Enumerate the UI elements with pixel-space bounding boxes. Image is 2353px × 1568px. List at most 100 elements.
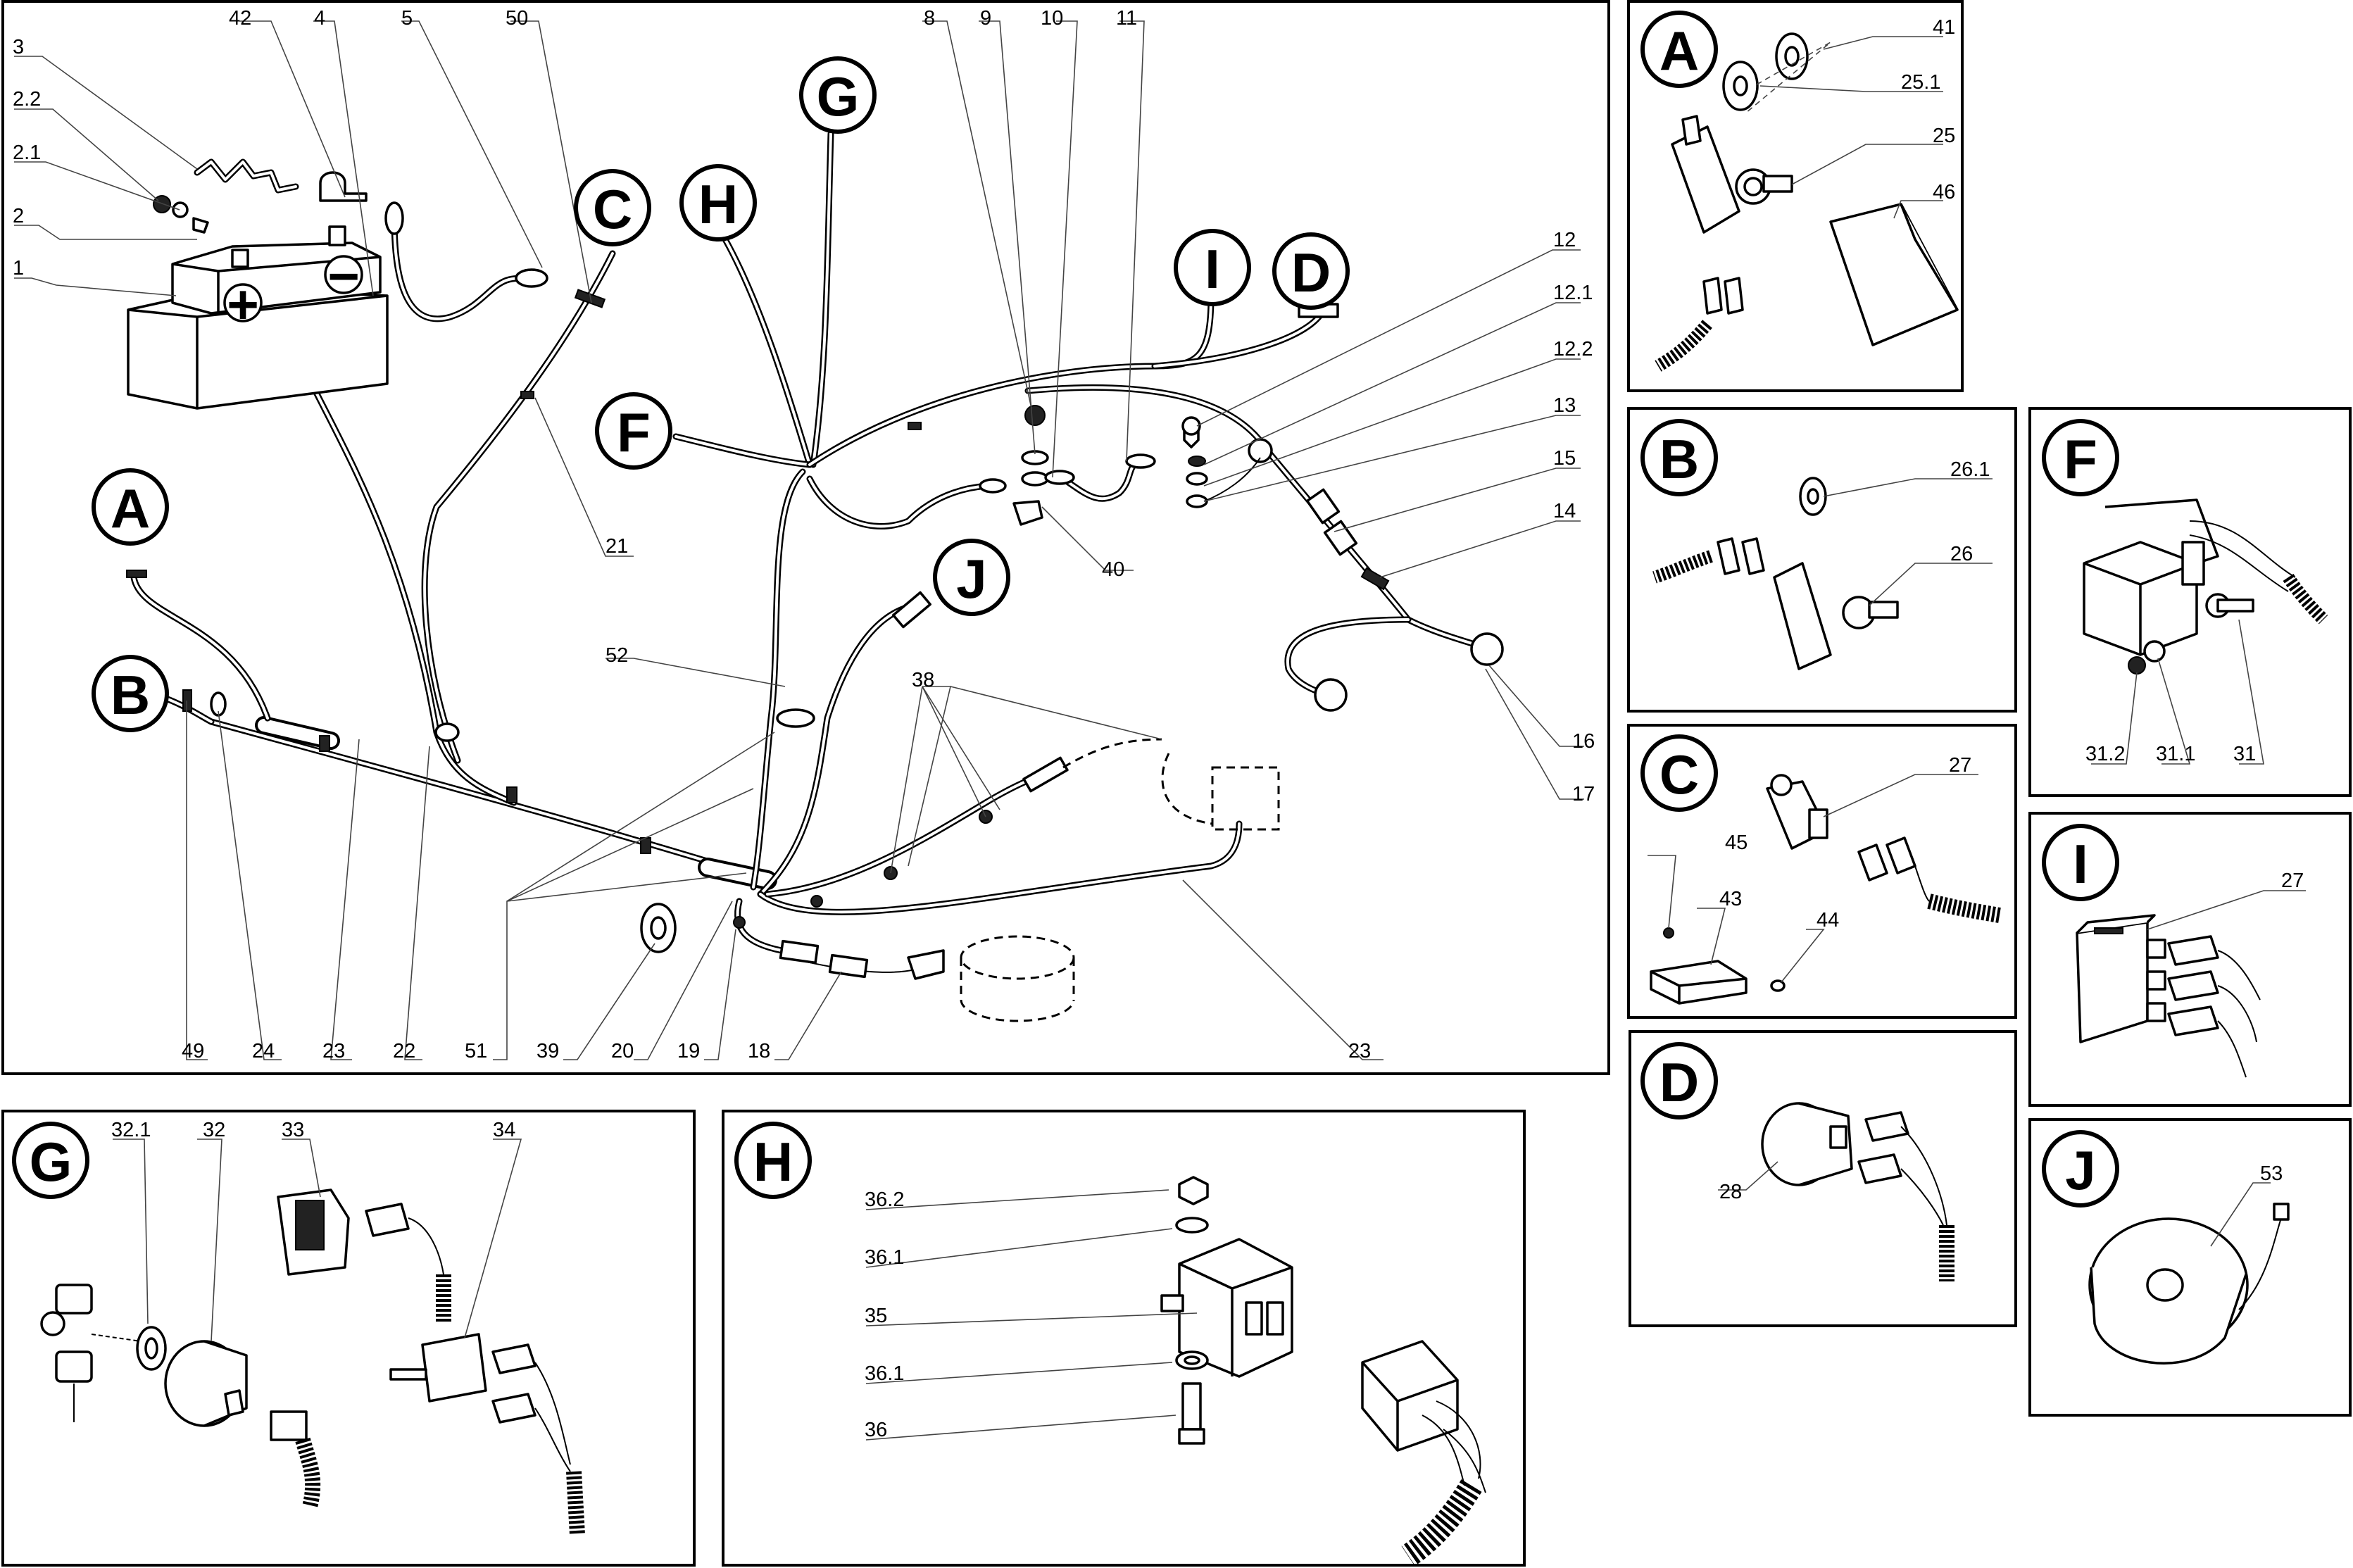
callout-j-letter: J [956,548,986,610]
part-label: 3 [13,36,24,58]
part-label: 19 [677,1040,700,1062]
part-label: 2.1 [13,142,41,164]
part-label: 38 [912,669,934,691]
lamp-17 [1314,678,1348,712]
part-label: 20 [611,1040,634,1062]
part-label: 8 [924,7,935,30]
panel-j-parts [2088,1182,2290,1365]
part-label: 41 [1933,16,1955,39]
part-label: 32.1 [111,1119,151,1141]
callout-b-letter: B [111,664,150,726]
callout-letters: A B C D F G H I J A B F C I D J G H [12,11,2119,1208]
panel-g-frame [1,1110,696,1567]
callout-a-letter: A [111,477,150,539]
panel-f-labels: 31.2 31.1 31 [2085,743,2256,765]
part-label: 36.1 [865,1362,904,1385]
part-label: 9 [980,7,991,30]
callout-i-letter: I [1205,238,1220,300]
lamp-16 [1470,632,1504,666]
panel-i-parts [2076,890,2306,1078]
part-label: 25 [1933,125,1955,147]
battery-minus-symbol: − [327,245,360,307]
part-label: 43 [1719,888,1742,910]
part-label: 44 [1816,909,1839,932]
panel-a-letter: A [1659,20,1699,82]
callout-h-letter: H [698,173,738,235]
part-label: 25.1 [1901,71,1940,94]
callout-f: F [595,392,672,470]
battery: + − [127,158,548,410]
part-label: 10 [1041,7,1063,30]
dashed-components [779,738,1280,1022]
callout-g: G [799,56,877,134]
callout-i: I [1174,229,1251,306]
part-label: 21 [605,535,628,558]
part-label: 27 [2281,870,2304,892]
panel-j-title: J [2042,1130,2119,1208]
panel-f-title: F [2042,419,2119,496]
part-label: 2.2 [13,88,41,111]
panel-g-title: G [12,1122,89,1199]
panel-g-letter: G [30,1131,73,1193]
panel-a-title: A [1640,11,1718,88]
panel-a-parts [1655,32,1959,372]
panel-d-labels: 28 [1719,1181,1742,1203]
part-label: 23 [322,1040,345,1062]
part-label: 11 [1116,7,1137,30]
panel-c-labels: 27 45 43 44 [1719,754,1971,932]
part-label: 42 [229,7,251,30]
panel-d-letter: D [1659,1051,1699,1113]
panel-i-title: I [2042,824,2119,901]
part-label: 1 [13,257,24,280]
part-label: 28 [1719,1181,1742,1203]
part-label: 16 [1572,730,1595,753]
part-label: 49 [182,1040,204,1062]
panel-b-title: B [1640,419,1718,496]
part-label: 26.1 [1950,458,1990,481]
part-label: 45 [1725,832,1748,854]
panel-c-parts [1648,774,2001,1005]
part-label: 35 [865,1305,887,1327]
part-label: 31.1 [2156,743,2195,765]
callout-g-letter: G [817,65,860,127]
panel-j-labels: 53 [2260,1162,2283,1185]
part-label: 17 [1572,783,1595,805]
part-label: 33 [282,1119,304,1141]
panel-h-frame [722,1110,1526,1567]
part-label: 36.2 [865,1188,904,1211]
part-label: 24 [252,1040,275,1062]
panel-d-title: D [1640,1042,1718,1119]
main-leader-lines [14,20,1584,1060]
part-label: 53 [2260,1162,2283,1185]
callout-f-letter: F [617,401,651,463]
part-label: 22 [393,1040,415,1062]
part-label: 27 [1949,754,1971,777]
part-label: 18 [748,1040,770,1062]
panel-h-letter: H [753,1131,793,1193]
panel-f-parts [2083,498,2328,765]
part-label: 50 [506,7,528,30]
part-label: 31 [2233,743,2256,765]
callout-h: H [679,164,757,242]
callout-d: D [1272,232,1350,310]
battery-plus-symbol: + [227,273,259,335]
panel-h-parts [865,1176,1486,1567]
part-label: 36 [865,1419,887,1441]
part-label: 23 [1348,1040,1371,1062]
panel-c-title: C [1640,734,1718,812]
part-label: 34 [493,1119,515,1141]
part-label: 39 [537,1040,559,1062]
part-label: 5 [401,7,413,30]
panel-h-title: H [734,1122,812,1199]
part-label: 12.1 [1553,282,1593,304]
panel-g-parts [40,1139,585,1536]
callout-c-letter: C [593,178,632,240]
panel-a-labels: 41 25.1 25 46 [1901,16,1955,203]
panel-b-parts [1652,477,1993,670]
part-label: 52 [605,644,628,667]
panel-f-letter: F [2064,428,2097,490]
callout-d-letter: D [1291,242,1331,303]
panel-h-labels: 36.2 36.1 35 36.1 36 [865,1188,904,1441]
part-label: 13 [1553,394,1576,417]
